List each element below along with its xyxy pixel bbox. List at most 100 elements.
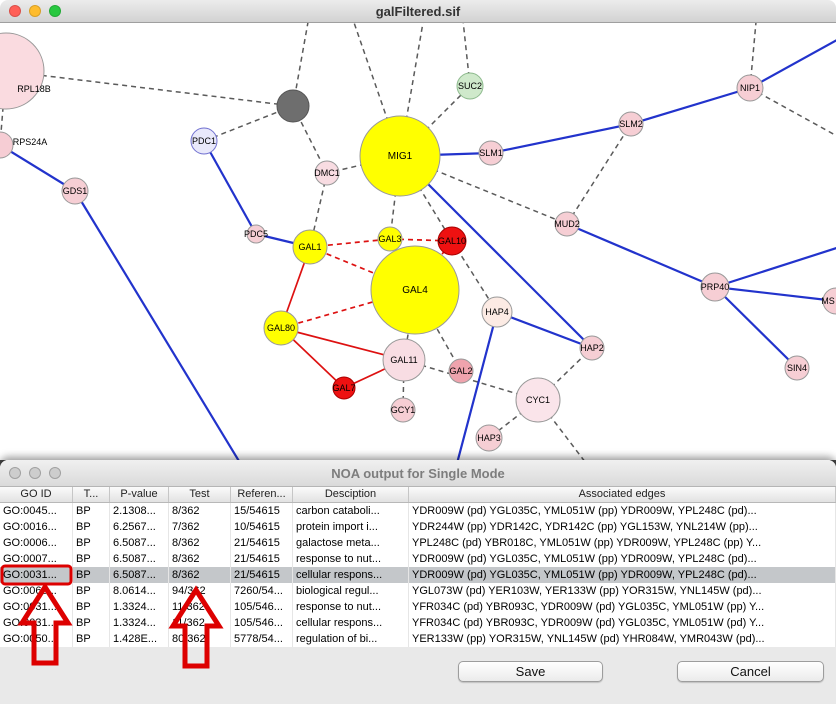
node-PRP40[interactable] bbox=[700, 272, 730, 302]
table-cell: 80/362 bbox=[169, 631, 231, 647]
node-GAL7[interactable] bbox=[332, 376, 356, 400]
close-button-icon[interactable] bbox=[9, 467, 21, 479]
node-CYC1[interactable] bbox=[515, 377, 561, 423]
node-GAL2[interactable] bbox=[448, 358, 474, 384]
table-cell: YGL073W (pd) YER103W, YER133W (pp) YOR31… bbox=[409, 583, 836, 599]
network-edge bbox=[74, 190, 240, 460]
table-cell: GO:0065... bbox=[0, 583, 73, 599]
column-header-5[interactable]: Desciption bbox=[293, 487, 409, 502]
save-button[interactable]: Save bbox=[458, 661, 603, 682]
node-GAL1[interactable] bbox=[292, 229, 328, 265]
close-button-icon[interactable] bbox=[9, 5, 21, 17]
minimize-button-icon[interactable] bbox=[29, 467, 41, 479]
table-cell: carbon cataboli... bbox=[293, 503, 409, 519]
table-cell: 1.3324... bbox=[110, 615, 169, 631]
node-PDC6[interactable] bbox=[276, 89, 310, 123]
table-cell: 105/546... bbox=[231, 599, 293, 615]
table-cell: 94/362 bbox=[169, 583, 231, 599]
table-cell: YPL248C (pd) YBR018C, YML051W (pp) YDR00… bbox=[409, 535, 836, 551]
network-edge bbox=[399, 155, 453, 242]
node-MIG1[interactable] bbox=[359, 115, 441, 197]
noa-window-titlebar: NOA output for Single Mode bbox=[0, 460, 836, 487]
node-SLM2[interactable] bbox=[618, 111, 644, 137]
column-header-6[interactable]: Associated edges bbox=[409, 487, 836, 502]
node-HAP2[interactable] bbox=[579, 335, 605, 361]
table-cell: BP bbox=[73, 519, 110, 535]
node-SLM1[interactable] bbox=[478, 140, 504, 166]
table-cell: 7260/54... bbox=[231, 583, 293, 599]
network-edge bbox=[714, 286, 798, 369]
table-cell: cellular respons... bbox=[293, 615, 409, 631]
node-GAL3[interactable] bbox=[377, 226, 403, 252]
network-edge bbox=[5, 70, 294, 107]
node-GCY1[interactable] bbox=[390, 397, 416, 423]
table-cell: 21/54615 bbox=[231, 535, 293, 551]
network-edge bbox=[566, 123, 632, 225]
table-cell: YER133W (pp) YOR315W, YNL145W (pd) YHR08… bbox=[409, 631, 836, 647]
table-cell: GO:0050... bbox=[0, 631, 73, 647]
graph-window-titlebar: galFiltered.sif bbox=[0, 0, 836, 23]
table-cell: 6.2567... bbox=[110, 519, 169, 535]
table-cell: galactose meta... bbox=[293, 535, 409, 551]
column-header-4[interactable]: Referen... bbox=[231, 487, 293, 502]
node-NIP1[interactable] bbox=[736, 74, 764, 102]
column-header-2[interactable]: P-value bbox=[110, 487, 169, 502]
table-cell: GO:0007... bbox=[0, 551, 73, 567]
network-edge bbox=[203, 140, 257, 235]
node-PDC5[interactable] bbox=[246, 224, 266, 244]
table-cell: 8.0614... bbox=[110, 583, 169, 599]
column-header-0[interactable]: GO ID bbox=[0, 487, 73, 502]
cancel-button[interactable]: Cancel bbox=[677, 661, 824, 682]
network-edge bbox=[496, 310, 593, 350]
table-cell: response to nut... bbox=[293, 599, 409, 615]
node-SUC2[interactable] bbox=[456, 72, 484, 100]
table-cell: BP bbox=[73, 503, 110, 519]
node-SIN4[interactable] bbox=[784, 355, 810, 381]
table-cell: 11/362 bbox=[169, 615, 231, 631]
table-cell: YDR009W (pd) YGL035C, YML051W (pp) YDR00… bbox=[409, 503, 836, 519]
node-GAL80[interactable] bbox=[263, 310, 299, 346]
network-edge bbox=[456, 311, 499, 460]
node-RPL18B[interactable] bbox=[0, 32, 45, 110]
node-HAP3[interactable] bbox=[475, 424, 503, 452]
node-MUD2[interactable] bbox=[554, 211, 580, 237]
node-HAP4[interactable] bbox=[481, 296, 513, 328]
node-GDS1[interactable] bbox=[61, 177, 89, 205]
node-RPS24A[interactable] bbox=[0, 131, 14, 159]
table-cell: regulation of bi... bbox=[293, 631, 409, 647]
network-edge bbox=[353, 23, 401, 157]
column-header-1[interactable]: T... bbox=[73, 487, 110, 502]
table-cell: 6.5087... bbox=[110, 551, 169, 567]
table-cell: GO:0006... bbox=[0, 535, 73, 551]
table-cell: GO:0031... bbox=[0, 567, 73, 583]
network-edge bbox=[630, 86, 751, 126]
zoom-button-icon[interactable] bbox=[49, 5, 61, 17]
node-MS[interactable] bbox=[822, 287, 836, 315]
zoom-button-icon[interactable] bbox=[49, 467, 61, 479]
network-edge bbox=[566, 222, 716, 289]
node-GAL11[interactable] bbox=[382, 338, 426, 382]
column-header-3[interactable]: Test bbox=[169, 487, 231, 502]
network-edge bbox=[537, 399, 585, 460]
node-DMC1[interactable] bbox=[314, 160, 340, 186]
minimize-button-icon[interactable] bbox=[29, 5, 41, 17]
traffic-lights bbox=[9, 5, 61, 17]
table-cell: BP bbox=[73, 631, 110, 647]
node-GAL4[interactable] bbox=[370, 245, 460, 335]
network-edge bbox=[714, 247, 836, 289]
node-GAL10[interactable] bbox=[437, 226, 467, 256]
node-PDC1[interactable] bbox=[190, 127, 218, 155]
